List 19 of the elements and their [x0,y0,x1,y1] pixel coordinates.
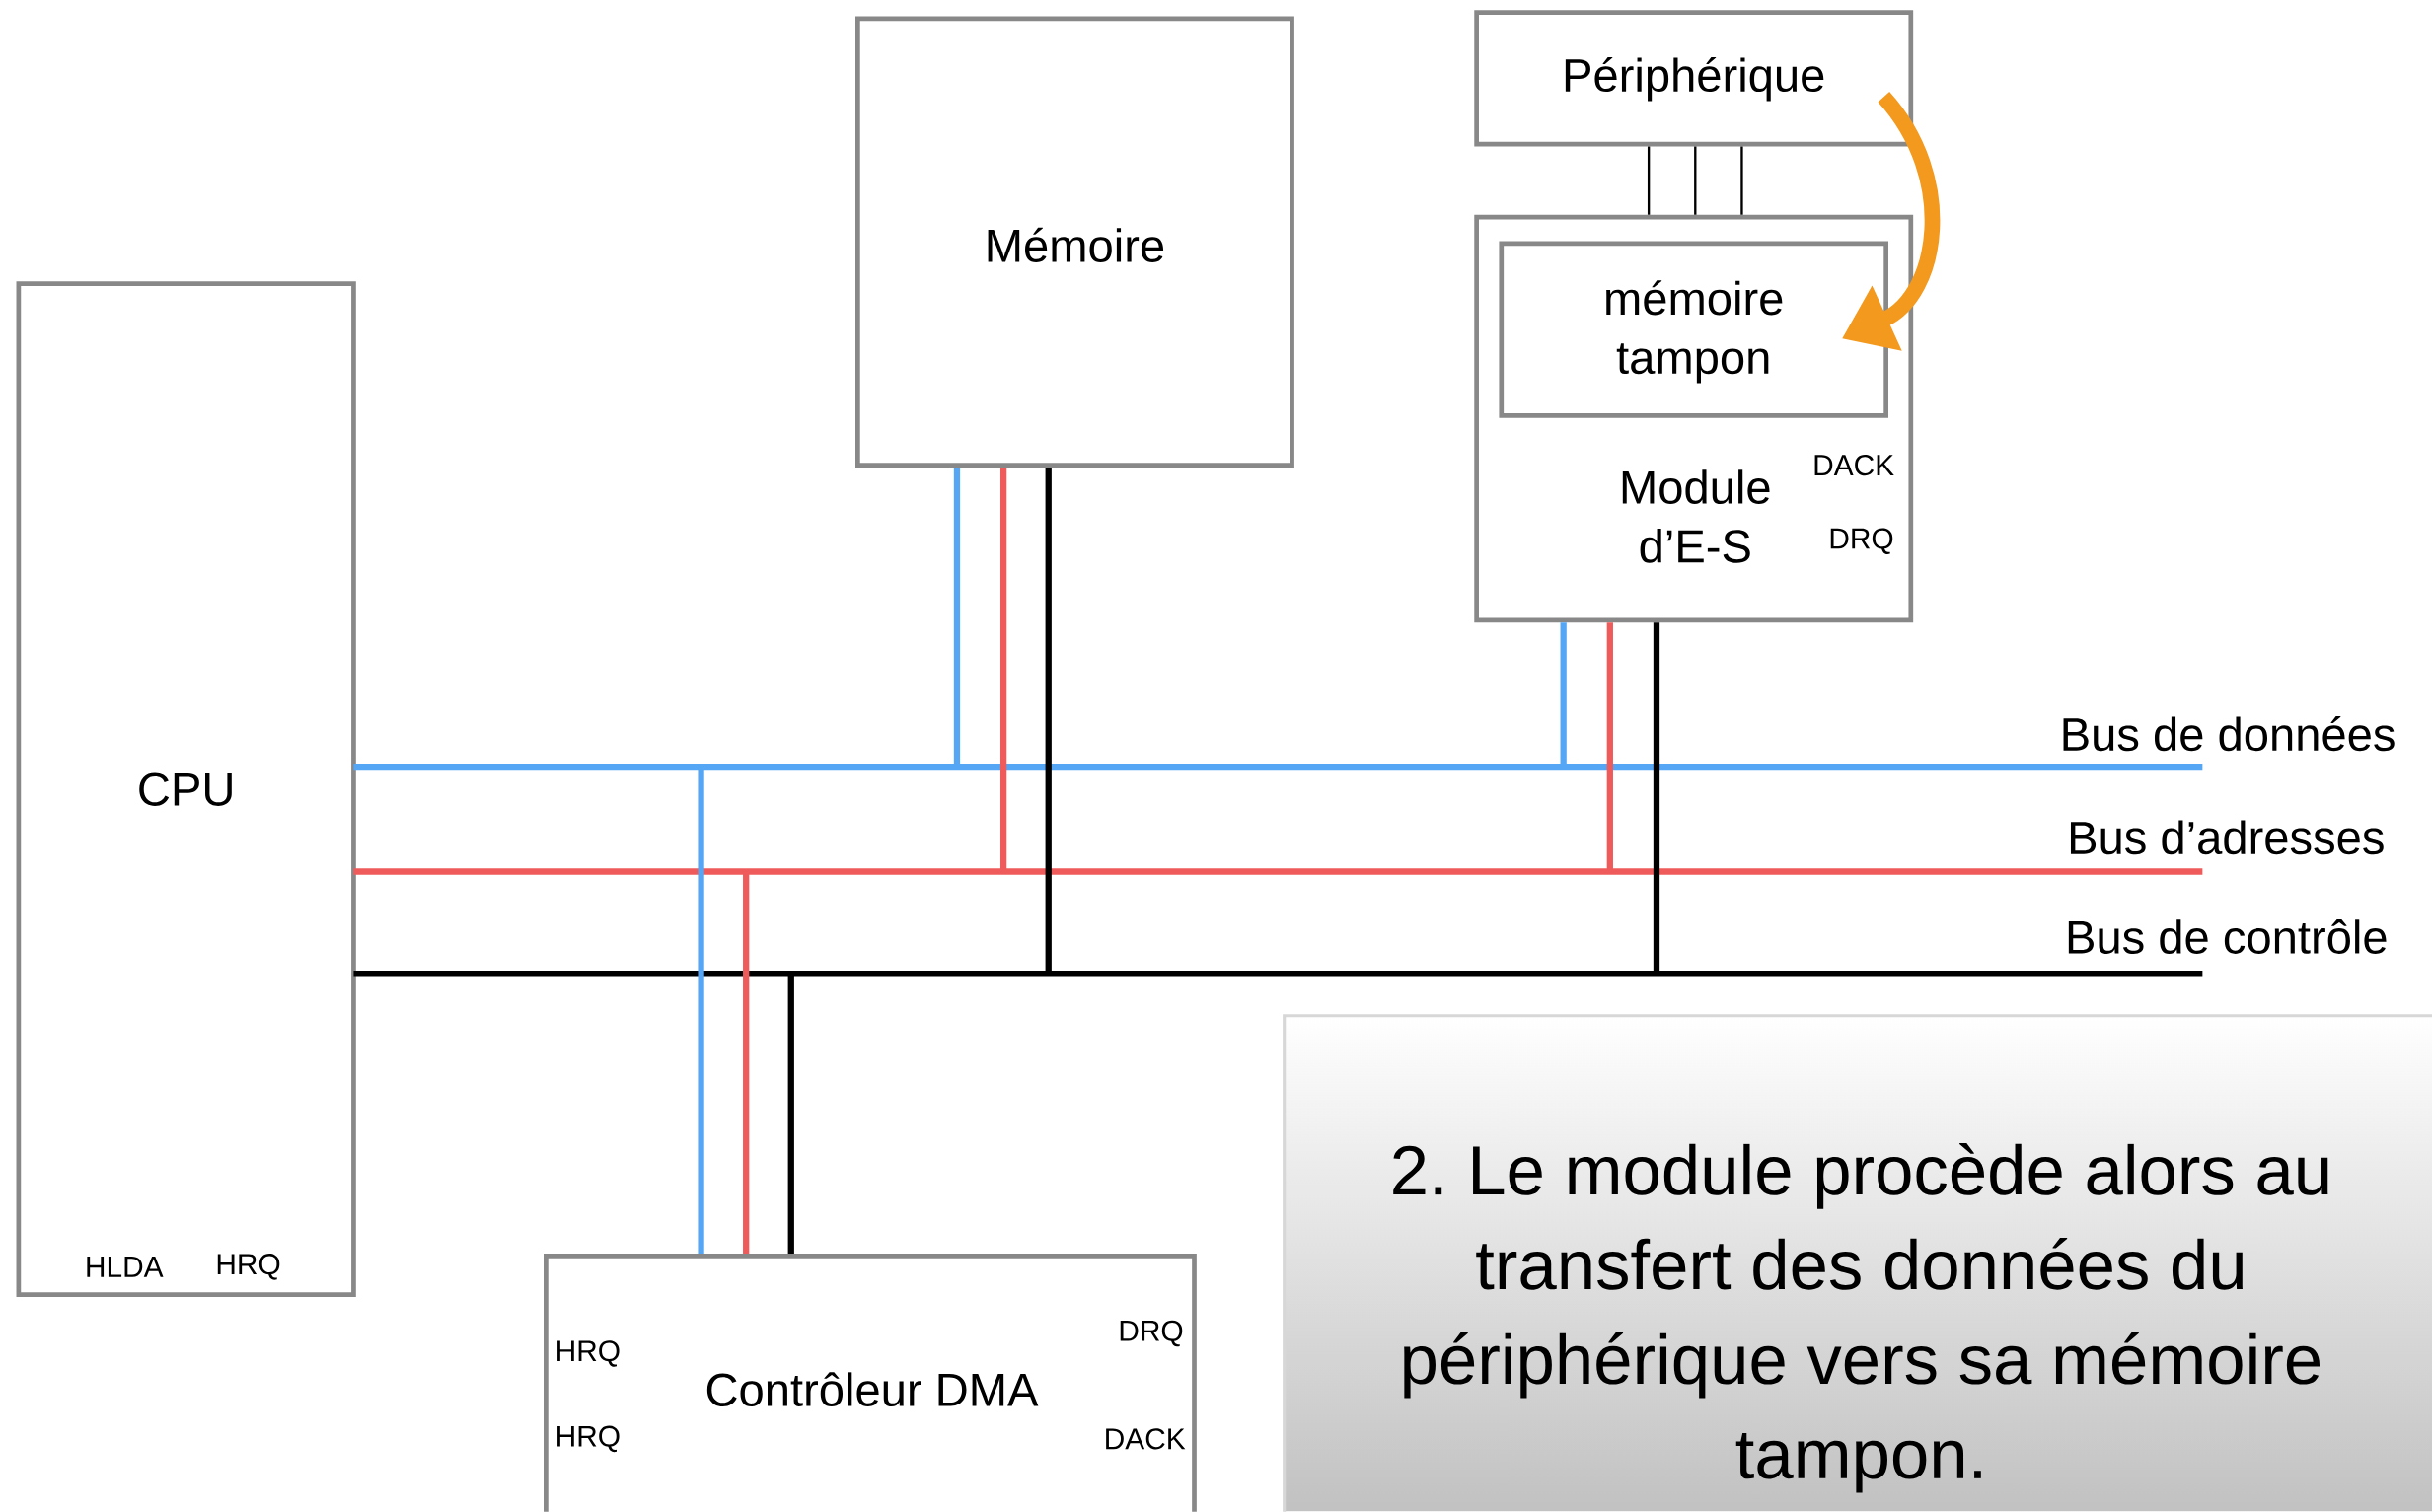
dma-controller-box: Contrôleur DMA DRQ HRQ HRQ DACK [544,1254,1197,1512]
connector-line [787,973,794,1255]
connector-line [1740,146,1743,215]
connector-line [1647,146,1651,215]
control-bus [353,971,2203,977]
bus-label: Bus de contrôle [2068,919,2387,955]
address-bus [353,868,2203,875]
note-box: 2. Le module procède alors au transfert des données du périphérique vers sa mémoire tampon. [1283,1014,2432,1512]
bus-label: Bus de données [2063,716,2395,752]
connector-line [743,871,750,1255]
connector-line [698,767,704,1255]
memory-box: Mémoire [855,16,1294,468]
bus-label: Bus d’adresses [2071,820,2384,855]
peripheral-box: Périphérique [1474,10,1914,147]
data-bus [353,764,2203,771]
connector-line [1694,146,1697,215]
buffer-box: mémoire tampon [1499,241,1888,418]
cpu-box: CPU HLDA HRQ [16,281,356,1298]
connector-line [1606,622,1613,872]
